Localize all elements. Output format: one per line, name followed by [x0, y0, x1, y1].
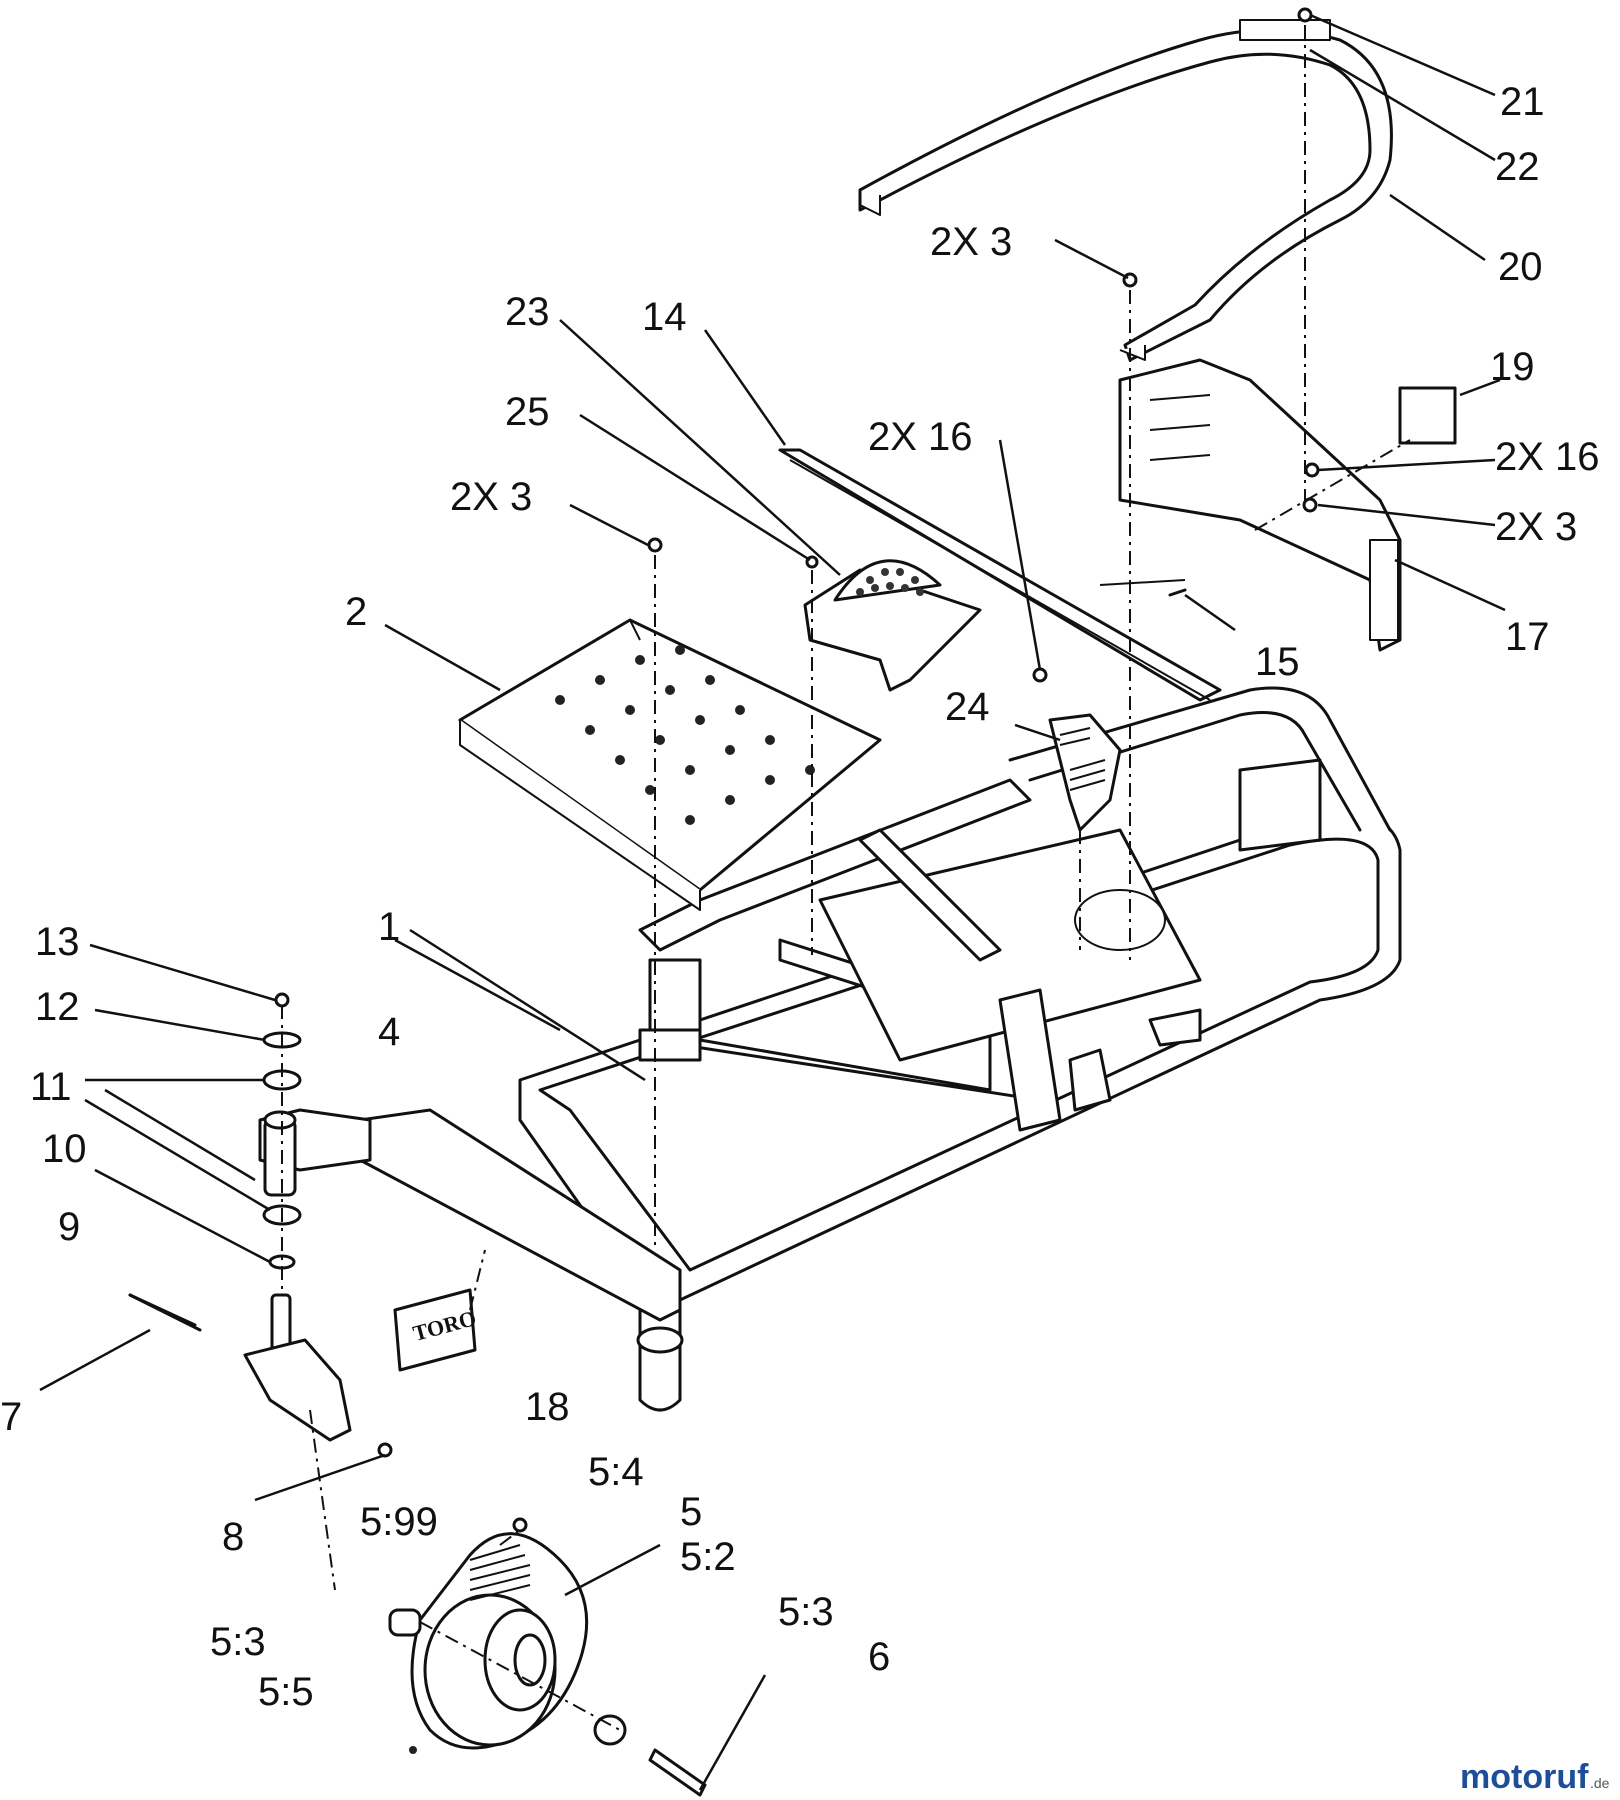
callout-8: 8	[222, 1515, 244, 1559]
callout-1: 1	[378, 905, 400, 949]
control-bracket	[1048, 713, 1122, 832]
callout-5-2: 5:2	[680, 1535, 736, 1579]
bolt-3-left	[647, 537, 663, 553]
fuel-cap-shield	[803, 555, 982, 692]
caster-fork	[128, 1293, 393, 1458]
callout-25: 25	[505, 390, 550, 434]
callout-9: 9	[58, 1205, 80, 1249]
main-frame	[518, 686, 1402, 1412]
callout-5-3-right: 5:3	[778, 1590, 834, 1634]
leader-lines	[39, 13, 1506, 1791]
callout-18: 18	[525, 1385, 570, 1429]
callout-13: 13	[35, 920, 80, 964]
toro-decal: TORO	[393, 1288, 479, 1372]
callout-2x16-right: 2X 16	[1495, 435, 1600, 479]
caster-pivot-stack	[262, 992, 302, 1357]
callout-12: 12	[35, 985, 80, 1029]
callout-24: 24	[945, 685, 990, 729]
callout-4: 4	[378, 1010, 400, 1054]
callout-2x3-upper: 2X 3	[930, 220, 1012, 264]
nut-16-center	[1032, 667, 1048, 683]
alignment-lines	[281, 25, 1411, 1731]
roll-bar	[858, 19, 1393, 362]
callout-7: 7	[0, 1395, 22, 1439]
callout-labels: 1 2 2X 3 4 5 5:2 5:3 5:3 5:4 5:5 5:99 6 …	[0, 80, 1600, 1714]
callout-10: 10	[42, 1127, 87, 1171]
decal-19	[1398, 386, 1457, 445]
callout-2x3-right: 2X 3	[1495, 505, 1577, 549]
callout-5: 5	[680, 1490, 702, 1534]
seat-pan	[458, 618, 882, 911]
callout-5-3-left: 5:3	[210, 1620, 266, 1664]
callout-15: 15	[1255, 640, 1300, 684]
callout-14: 14	[642, 295, 687, 339]
watermark-suffix: .de	[1590, 1775, 1610, 1791]
callout-21: 21	[1500, 80, 1545, 124]
nut-16-right	[1304, 462, 1320, 478]
bolt-21	[1297, 7, 1313, 23]
callout-17: 17	[1505, 615, 1550, 659]
callout-23: 23	[505, 290, 550, 334]
wheel-assembly	[388, 1517, 707, 1797]
callout-2x16-center: 2X 16	[868, 415, 973, 459]
callout-2: 2	[345, 590, 367, 634]
callout-5-5: 5:5	[258, 1670, 314, 1714]
callout-20: 20	[1498, 245, 1543, 289]
bolt-15	[1168, 588, 1187, 597]
callout-2x3-left: 2X 3	[450, 475, 532, 519]
callout-5-99: 5:99	[360, 1500, 438, 1544]
callout-5-4: 5:4	[588, 1450, 644, 1494]
rear-bumper	[1118, 358, 1402, 652]
watermark-text: motoruf	[1460, 1758, 1589, 1796]
cross-bar	[778, 448, 1222, 702]
callout-19: 19	[1490, 345, 1535, 389]
callout-6: 6	[868, 1635, 890, 1679]
callout-11: 11	[30, 1065, 72, 1109]
callout-22: 22	[1495, 145, 1540, 189]
watermark: motoruf .de	[1460, 1758, 1610, 1796]
